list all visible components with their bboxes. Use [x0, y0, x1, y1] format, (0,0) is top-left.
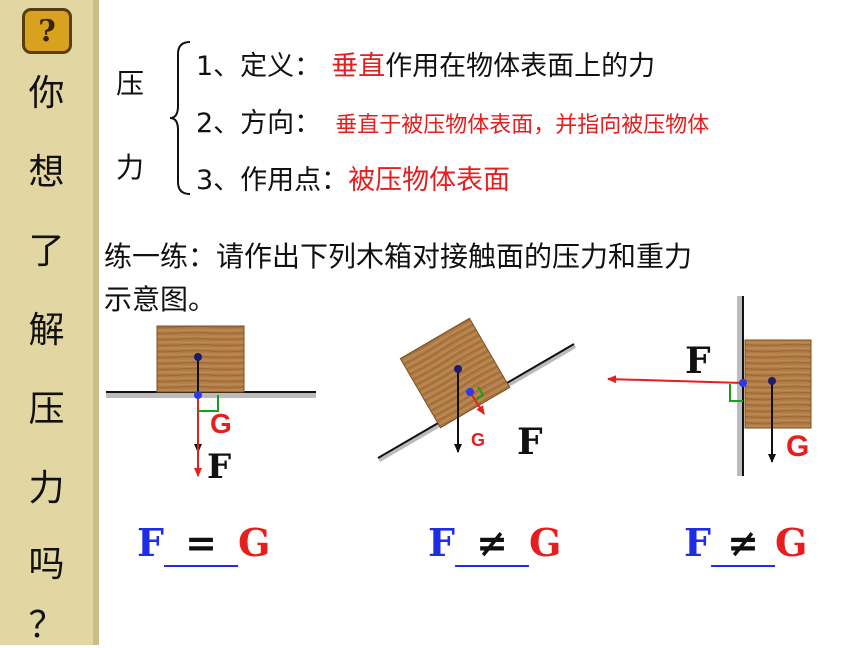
right-angle-mark-3 — [729, 384, 743, 402]
pressure-label-bottom: 力 — [116, 151, 145, 184]
direction-row: 2、方向： 垂直于被压物体表面，并指向被压物体 — [196, 101, 709, 140]
diagram3-g-label: G — [786, 430, 810, 463]
equation-3-g: G — [774, 520, 808, 565]
sidebar-char-2: 想 — [28, 152, 65, 193]
equation-1-symbol: = — [163, 520, 238, 567]
contact-point-3 — [739, 379, 747, 387]
practice-line-2: 示意图。 — [104, 283, 217, 316]
diagram1-g-label: G — [210, 408, 232, 439]
equation-2-symbol: ≠ — [454, 520, 529, 567]
sidebar-char-8: ？ — [28, 605, 65, 646]
equation-2-f: F — [428, 520, 455, 565]
definition-rest: 作用在物体表面上的力 — [385, 51, 656, 82]
sidebar-char-5: 压 — [28, 389, 65, 430]
equation-2: F≠G — [428, 520, 561, 567]
point-row: 3、作用点：被压物体表面 — [196, 158, 510, 197]
pressure-arrow-2 — [469, 391, 485, 415]
sidebar-char-7: 吗 — [28, 544, 65, 585]
wooden-box-wall — [744, 339, 812, 429]
definition-row: 1、定义： 垂直作用在物体表面上的力 — [196, 44, 655, 83]
brace-icon — [169, 41, 191, 195]
center-point-2 — [454, 365, 462, 373]
direction-label: 2、方向： — [196, 108, 322, 139]
contact-point — [194, 391, 202, 399]
equation-1-f: F — [137, 520, 164, 565]
point-red: 被压物体表面 — [348, 165, 511, 196]
sidebar-char-6: 力 — [28, 468, 65, 509]
sidebar-char-1: 你 — [28, 73, 65, 114]
diagram2-f-label: F — [517, 421, 543, 463]
wooden-box — [156, 325, 245, 393]
equation-3: F≠G — [684, 520, 807, 567]
diagram-horizontal — [106, 325, 316, 477]
equation-3-f: F — [684, 520, 711, 565]
practice-line-1: 练一练：请作出下列木箱对接触面的压力和重力 — [104, 240, 693, 273]
definition-label: 1、定义： — [196, 51, 322, 82]
equation-2-g: G — [528, 520, 562, 565]
question-icon-glyph: ? — [38, 13, 56, 49]
center-point — [194, 353, 202, 361]
diagram-wall — [607, 296, 812, 476]
point-label: 3、作用点： — [196, 165, 349, 196]
question-icon[interactable]: ? — [22, 8, 72, 54]
diagram1-f-label: F — [207, 447, 232, 487]
equation-1: F=G — [137, 520, 270, 567]
diagram-incline — [377, 317, 576, 462]
wooden-box-tilted — [399, 317, 511, 429]
pressure-label-top: 压 — [116, 67, 145, 100]
equation-3-symbol: ≠ — [710, 520, 775, 567]
sidebar-divider — [93, 0, 99, 645]
diagram2-g-label: G — [471, 430, 486, 450]
equation-1-g: G — [237, 520, 271, 565]
contact-point-2 — [466, 388, 474, 396]
sidebar-char-3: 了 — [28, 231, 65, 272]
direction-red: 垂直于被压物体表面，并指向被压物体 — [335, 113, 710, 138]
right-angle-mark-2 — [474, 386, 485, 401]
diagram3-f-label: F — [685, 340, 711, 382]
definition-red: 垂直 — [331, 51, 386, 82]
wall-hatch — [737, 296, 743, 476]
pressure-arrow-3 — [607, 375, 744, 384]
sidebar-char-4: 解 — [28, 310, 65, 351]
right-angle-mark — [198, 395, 219, 412]
center-point-3 — [768, 377, 776, 385]
ground-hatch — [106, 392, 316, 398]
